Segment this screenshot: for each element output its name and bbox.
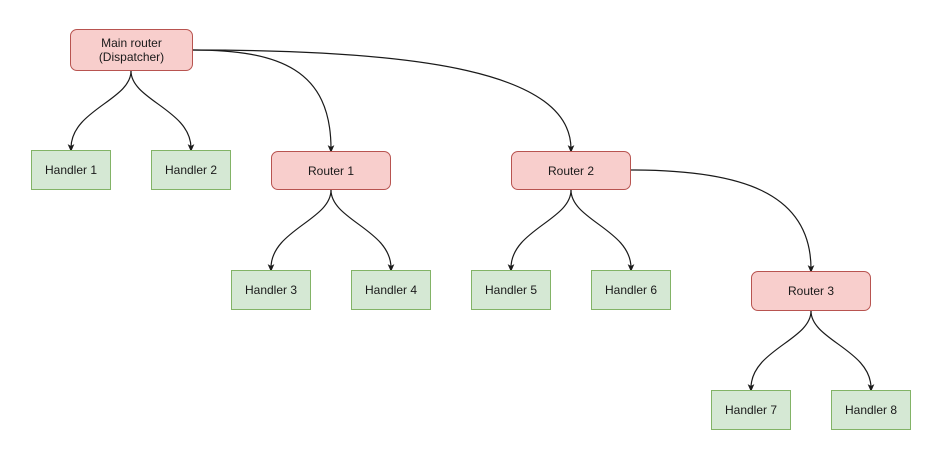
edge-router2-to-handler5 (507, 189, 572, 272)
node-handler7[interactable]: Handler 7 (711, 390, 791, 430)
node-label-router3: Router 3 (787, 284, 835, 298)
edge-router3-to-handler7 (747, 310, 812, 392)
node-label-handler1: Handler 1 (44, 163, 98, 177)
edge-router3-to-handler8 (810, 310, 875, 392)
node-router1[interactable]: Router 1 (271, 151, 391, 190)
node-label-handler6: Handler 6 (604, 283, 658, 297)
node-handler1[interactable]: Handler 1 (31, 150, 111, 190)
node-label-handler7: Handler 7 (724, 403, 778, 417)
node-handler8[interactable]: Handler 8 (831, 390, 911, 430)
node-handler6[interactable]: Handler 6 (591, 270, 671, 310)
edges-group (67, 49, 875, 392)
edge-main-to-router2 (192, 49, 575, 153)
node-label-main: Main router (Dispatcher) (98, 36, 165, 64)
edge-router1-to-handler4 (330, 189, 395, 272)
node-handler2[interactable]: Handler 2 (151, 150, 231, 190)
edge-main-to-handler2 (130, 70, 195, 152)
node-label-router2: Router 2 (547, 163, 595, 178)
node-handler5[interactable]: Handler 5 (471, 270, 551, 310)
node-label-handler8: Handler 8 (844, 403, 898, 417)
edge-router2-to-handler6 (570, 189, 635, 272)
node-label-handler2: Handler 2 (164, 163, 218, 177)
node-handler4[interactable]: Handler 4 (351, 270, 431, 310)
edge-router1-to-handler3 (267, 189, 332, 272)
node-label-handler3: Handler 3 (244, 283, 298, 297)
node-label-router1: Router 1 (307, 163, 355, 178)
node-label-handler5: Handler 5 (484, 283, 538, 297)
edge-router2-to-router3 (630, 169, 815, 273)
edge-main-to-handler1 (67, 70, 132, 152)
node-handler3[interactable]: Handler 3 (231, 270, 311, 310)
node-main[interactable]: Main router (Dispatcher) (70, 29, 193, 71)
edge-main-to-router1 (192, 49, 335, 153)
node-label-handler4: Handler 4 (364, 283, 418, 297)
node-router2[interactable]: Router 2 (511, 151, 631, 190)
node-router3[interactable]: Router 3 (751, 271, 871, 311)
